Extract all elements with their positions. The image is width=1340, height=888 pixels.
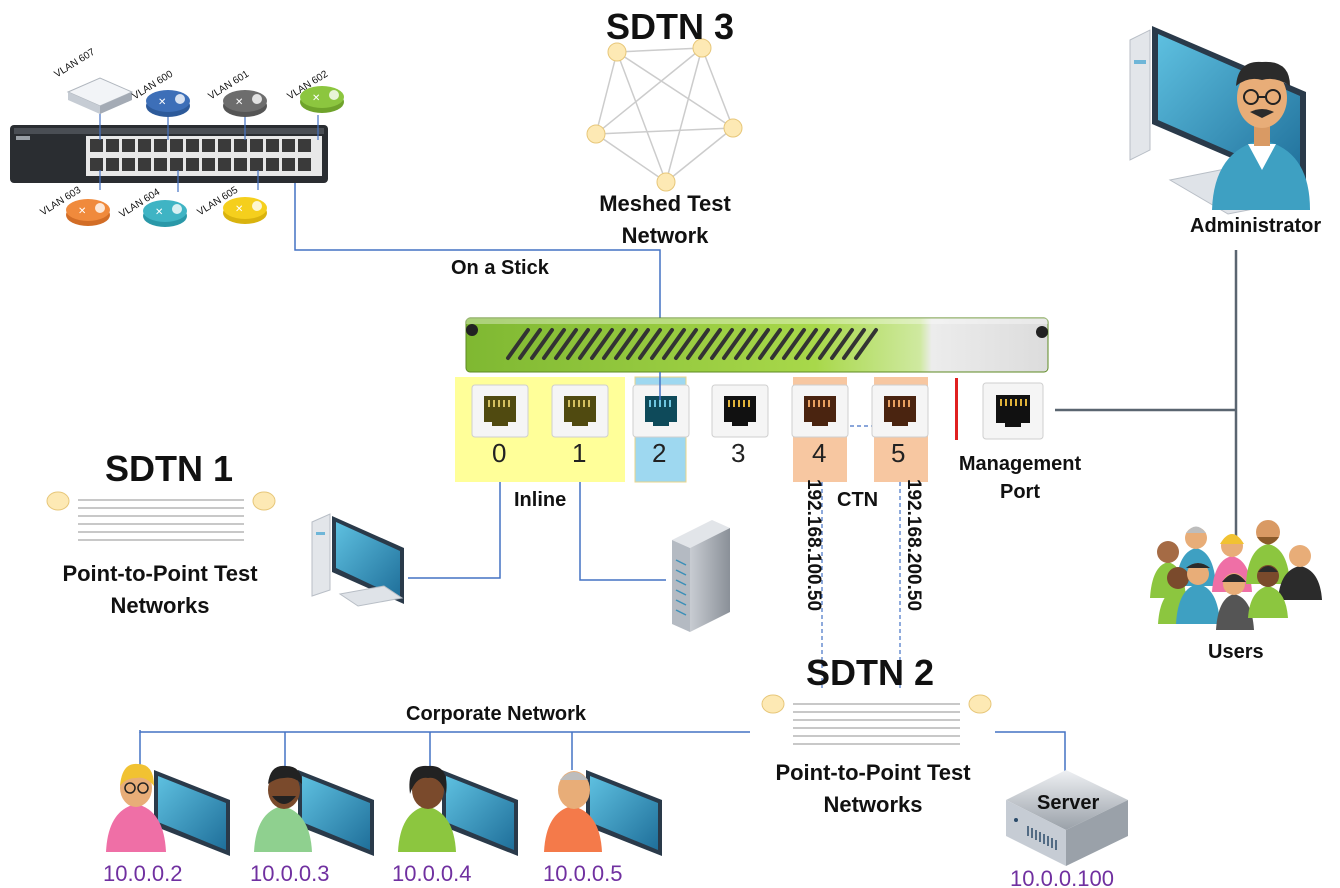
on-a-stick-link [294,150,661,318]
inline-pc-icon [311,513,404,607]
sdtn3-title: SDTN 3 [606,6,735,47]
sdtn3-mesh [586,38,743,192]
rj45-port-4 [791,384,849,438]
mesh-node [656,172,676,192]
port-number-4: 4 [812,438,827,468]
port-number-5: 5 [891,438,906,468]
appliance [465,317,1049,373]
svg-text:✕: ✕ [158,97,166,108]
sdtn2-p2p [761,694,992,745]
port-number-0: 0 [492,438,507,468]
ctn-ip-left: 192.168.100.50 [803,478,824,612]
mesh-node [692,38,712,58]
svg-text:✕: ✕ [155,207,163,218]
vlan-router-600: ✕ [146,90,190,117]
vlan-router-605: ✕ [223,197,267,224]
vlan-router-601: ✕ [223,90,267,117]
sdtn2-title: SDTN 2 [806,652,935,693]
host-10-0-0-4-icon [398,765,518,856]
management-port-label: Management Port [958,453,1082,503]
corporate-network-bus [139,730,750,733]
vlan-router-604: ✕ [143,200,187,227]
vlan-router-603: ✕ [66,199,110,226]
sdtn3-caption: Meshed Test Network [599,191,731,248]
mesh-node [586,124,606,144]
corporate-network-label: Corporate Network [406,703,587,725]
host-10-0-0-2-icon [106,763,230,856]
rj45-port-5 [871,384,929,438]
sdtn1-p2p [46,491,276,541]
server-icon [1006,770,1128,866]
host-10-0-0-5-icon [544,770,662,856]
svg-text:✕: ✕ [235,97,243,108]
ctn-label: CTN [837,489,879,511]
server-label: Server [1037,792,1100,814]
users-label: Users [1208,641,1264,663]
rj45-port-3 [711,384,769,438]
rj45-management-port [982,382,1044,440]
host-10-0-0-3-icon [254,765,374,856]
admin-links [1055,250,1238,545]
port-number-3: 3 [731,438,746,468]
vlan-607-device [66,77,134,114]
mesh-node [607,42,627,62]
host-ip-1: 10.0.0.2 [103,861,183,886]
management-marker [955,378,958,440]
server-ip: 10.0.0.100 [1010,866,1114,888]
port-number-1: 1 [572,438,587,468]
port-number-2: 2 [652,438,667,468]
sdtn1-caption: Point-to-Point Test Networks [62,561,258,618]
inline-link-pc [408,482,501,579]
svg-text:✕: ✕ [78,206,86,217]
sdtn1-title: SDTN 1 [105,448,234,489]
svg-text:✕: ✕ [235,204,243,215]
administrator-icon [1129,26,1310,215]
server-link [995,731,1066,775]
sdtn2-caption: Point-to-Point Test Networks [775,760,971,817]
svg-text:✕: ✕ [312,93,320,104]
connection-lines [139,150,1066,775]
on-a-stick-label: On a Stick [451,257,549,279]
administrator-label: Administrator [1190,215,1322,237]
rj45-port-1 [551,384,609,438]
inline-link-rack [579,482,666,581]
rj45-port-2 [632,372,690,438]
mesh-node [723,118,743,138]
ctn-ip-right: 192.168.200.50 [903,478,924,612]
host-ip-2: 10.0.0.3 [250,861,330,886]
host-ip-3: 10.0.0.4 [392,861,472,886]
rj45-port-0 [471,384,529,438]
vlan-switch [10,108,328,192]
inline-rack-icon [672,520,730,632]
vlan-router-602: ✕ [300,86,344,113]
host-ip-4: 10.0.0.5 [543,861,623,886]
users-icon [1150,520,1322,630]
inline-label: Inline [514,489,567,511]
